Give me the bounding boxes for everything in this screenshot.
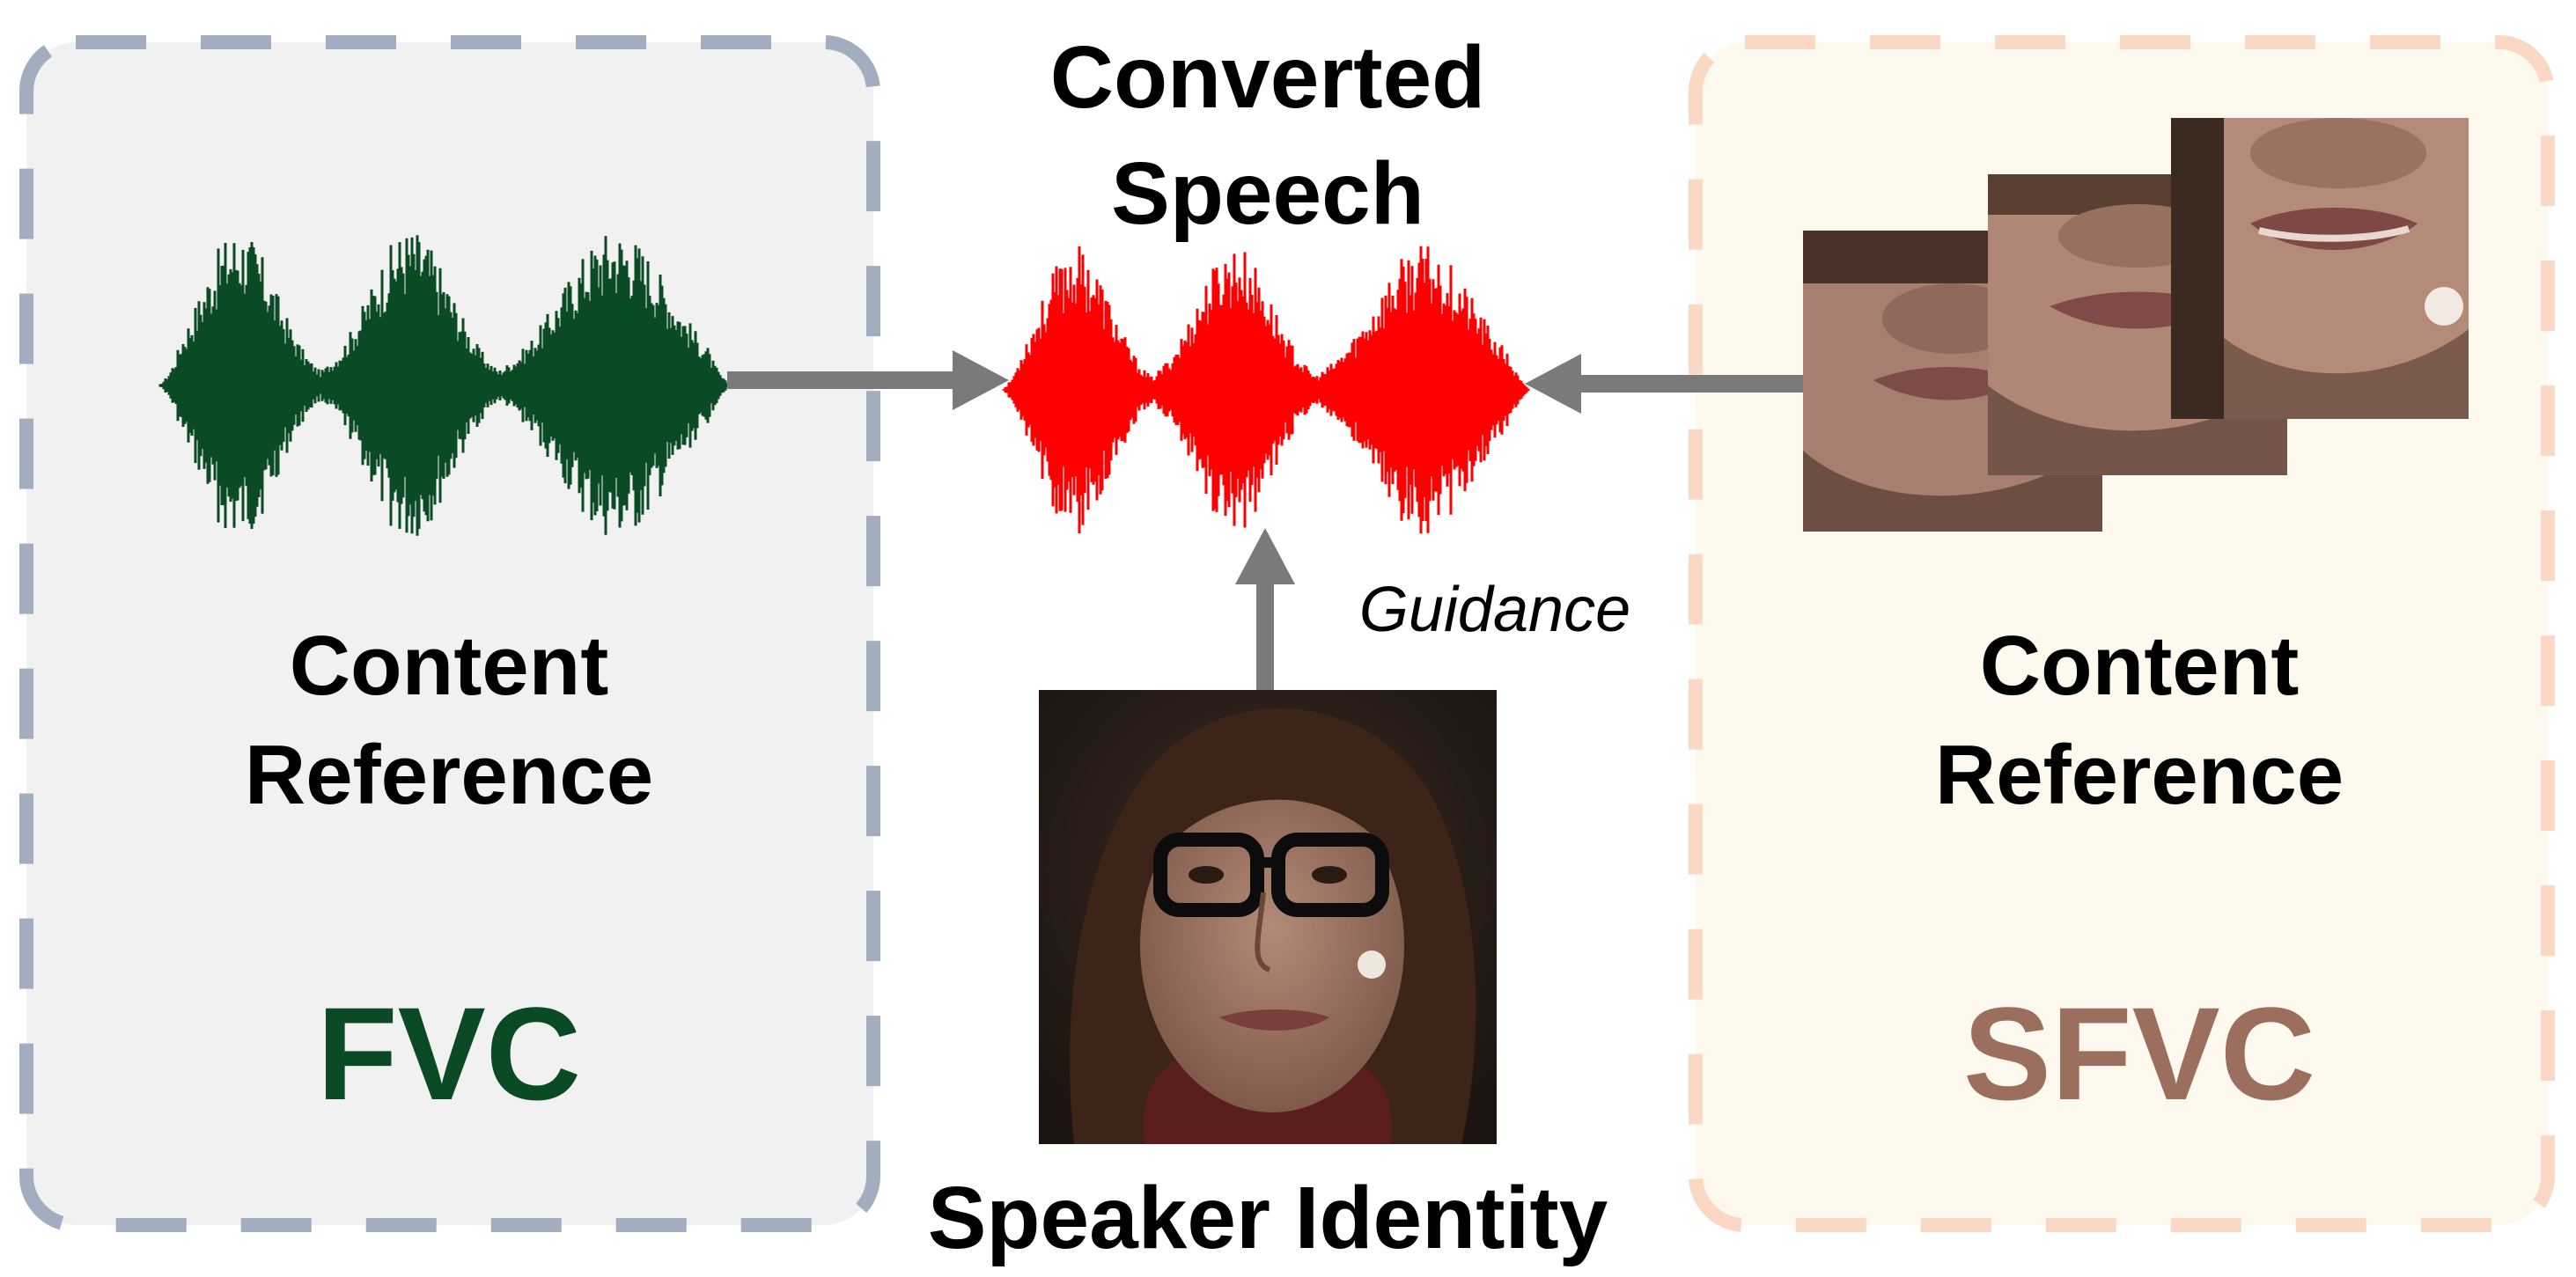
fvc-content-reference-label: Content Reference [88,612,810,830]
speaker-identity-label: Speaker Identity [927,1169,1608,1267]
fvc-tag: FVC [317,980,581,1127]
converted-speech-title: Converted Speech [977,19,1558,252]
converted-speech-line1: Converted [1049,28,1486,127]
waveform-trace [1002,246,1530,534]
guidance-label: Guidance [1358,575,1631,645]
arrow-fvc-to-converted [727,350,1009,410]
sfvc-tag: SFVC [1962,980,2316,1127]
arrow-sfvc-to-converted [1525,354,1810,414]
converted-waveform-icon [1002,246,1530,534]
waveform-trace [158,235,731,536]
converted-speech-line2: Speech [1111,144,1424,243]
source-waveform-icon [158,235,731,536]
fvc-label-line1: Content [289,619,609,713]
sfvc-label-line2: Reference [1934,728,2344,822]
lip-frame-photo-3 [2171,118,2469,419]
speaker-identity-face-photo [1039,690,1497,1144]
fvc-label-line2: Reference [244,728,654,822]
arrow-speaker-to-converted [1235,528,1295,692]
sfvc-content-reference-label: Content Reference [1778,612,2500,830]
sfvc-label-line1: Content [1979,619,2300,713]
